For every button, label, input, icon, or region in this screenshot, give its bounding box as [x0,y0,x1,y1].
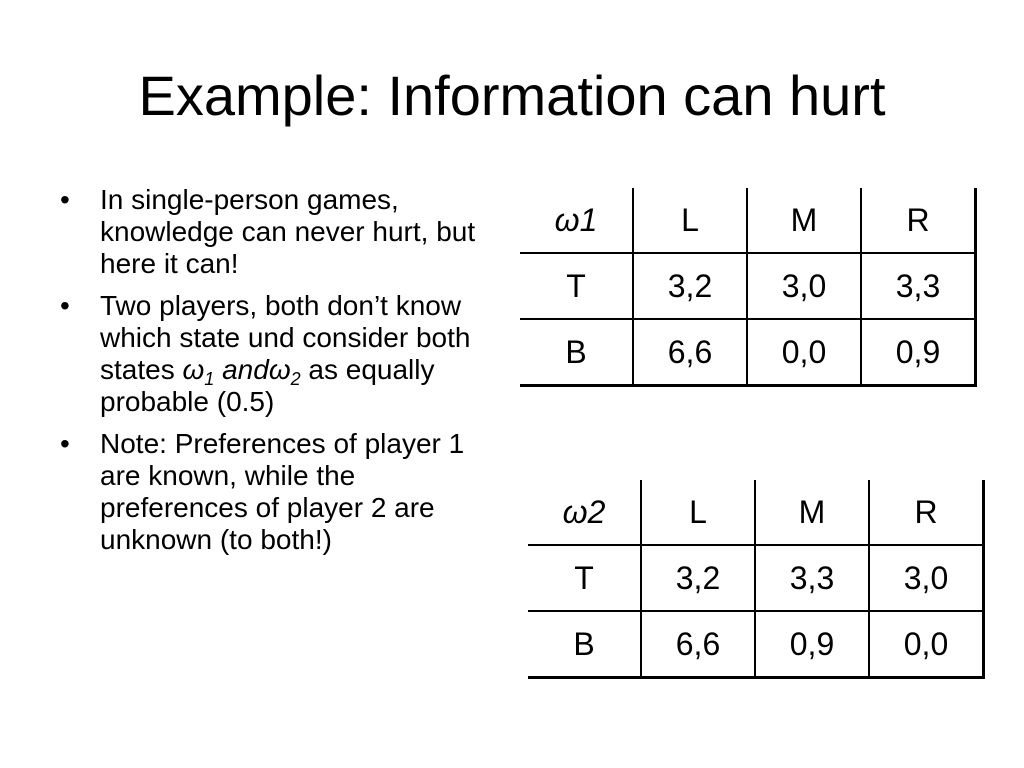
payoff-cell: 3,3 [861,253,977,320]
column-header-l: L [641,480,756,546]
bullet-symbol: • [60,184,70,215]
bullet-item-2: • Two players, both don’t know which sta… [60,290,500,418]
bullet-text-1: In single-person games, knowledge can ne… [100,184,476,279]
bullet-item-1: • In single-person games, knowledge can … [60,184,500,280]
slide-title: Example: Information can hurt [138,64,886,127]
and-word: and [214,354,269,385]
table-header-row: ω1 L M R [520,188,977,254]
payoff-cell: 3,3 [755,545,870,612]
row-header-b: B [528,611,642,679]
column-header-m: M [755,480,870,546]
payoff-table-1: ω1 L M R T 3,2 3,0 3,3 B 6,6 0,0 0,9 [520,188,977,387]
bullet-text-2a: Two players, both don’t know which state… [100,290,471,385]
payoff-cell: 3,0 [747,253,862,320]
payoff-cell: 0,9 [861,319,977,387]
payoff-cell: 3,2 [641,545,756,612]
payoff-cell: 0,0 [747,319,862,387]
state-label: ω2 [528,480,642,546]
omega-subscript-2: 2 [290,369,301,389]
payoff-cell: 0,0 [869,611,985,679]
bullet-text-2b: as equally probable (0.5) [100,354,435,417]
payoff-table-2: ω2 L M R T 3,2 3,3 3,0 B 6,6 0,9 0,0 [528,480,985,679]
payoff-cell: 0,9 [755,611,870,679]
payoff-cell: 6,6 [641,611,756,679]
bullet-symbol: • [60,290,70,321]
table-header-row: ω2 L M R [528,480,985,546]
row-header-t: T [520,253,634,320]
column-header-r: R [861,188,977,254]
table-row: B 6,6 0,0 0,9 [520,319,977,387]
table-row: T 3,2 3,3 3,0 [528,545,985,612]
column-header-l: L [633,188,748,254]
column-header-r: R [869,480,985,546]
omega-symbol-2: ω [268,354,291,385]
bullet-text-3: Note: Preferences of player 1 are known,… [100,428,465,555]
column-header-m: M [747,188,862,254]
row-header-t: T [528,545,642,612]
state-label: ω1 [520,188,634,254]
bullet-symbol: • [60,428,70,459]
payoff-cell: 3,0 [869,545,985,612]
row-header-b: B [520,319,634,387]
payoff-cell: 6,6 [633,319,748,387]
bullet-item-3: • Note: Preferences of player 1 are know… [60,428,500,556]
payoff-table-omega2: ω2 L M R T 3,2 3,3 3,0 B 6,6 0,9 0,0 [528,480,985,679]
payoff-cell: 3,2 [633,253,748,320]
payoff-table-omega1: ω1 L M R T 3,2 3,0 3,3 B 6,6 0,0 0,9 [520,188,977,387]
omega-symbol: ω [182,354,205,385]
bullet-list: • In single-person games, knowledge can … [60,184,500,566]
table-row: B 6,6 0,9 0,0 [528,611,985,679]
omega-subscript-1: 1 [204,369,215,389]
table-row: T 3,2 3,0 3,3 [520,253,977,320]
